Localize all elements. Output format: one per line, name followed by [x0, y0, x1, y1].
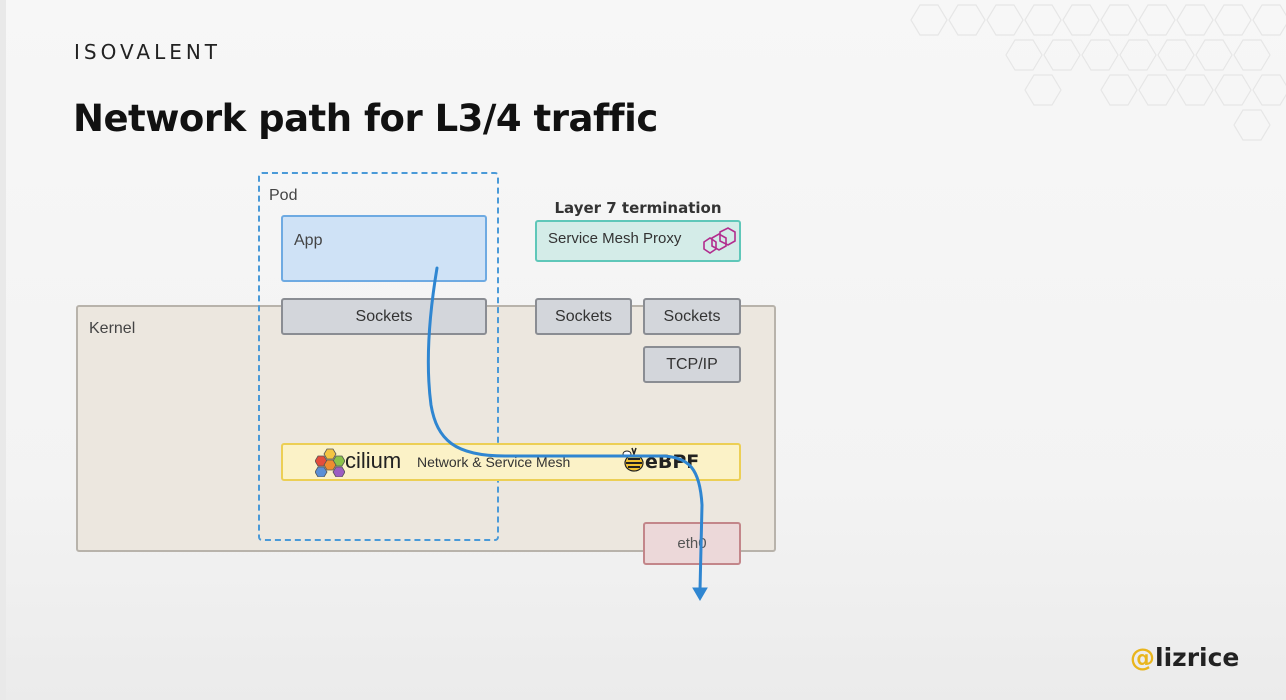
layer7-termination-label: Layer 7 termination	[554, 199, 722, 217]
isovalent-logo: ISOVALENT	[74, 40, 222, 64]
cilium-wordmark: cilium	[345, 448, 402, 473]
twitter-handle: @lizrice	[1130, 643, 1239, 672]
pod-label: Pod	[269, 187, 298, 204]
ebpf-bee-icon	[622, 447, 644, 472]
envoy-proxy-icon	[703, 227, 736, 254]
tcpip-box: TCP/IP	[643, 346, 741, 383]
ebpf-wordmark: eBPF	[645, 451, 700, 473]
app-label: App	[294, 232, 323, 249]
hexagon-pattern-background	[910, 4, 1286, 141]
handle-at-symbol: @	[1130, 643, 1155, 672]
cilium-logo-icon	[315, 448, 345, 477]
service-mesh-proxy-label: Service Mesh Proxy	[548, 230, 682, 247]
pod-sockets-box: Sockets	[281, 298, 487, 335]
handle-name: lizrice	[1155, 643, 1240, 672]
eth0-interface-box: eth0	[643, 522, 741, 565]
cilium-subtitle: Network & Service Mesh	[417, 454, 571, 470]
slide-title: Network path for L3/4 traffic	[73, 97, 658, 140]
slide-left-edge	[0, 0, 6, 700]
kernel-label: Kernel	[89, 320, 136, 337]
proxy-sockets-box-1: Sockets	[535, 298, 632, 335]
proxy-sockets-box-2: Sockets	[643, 298, 741, 335]
